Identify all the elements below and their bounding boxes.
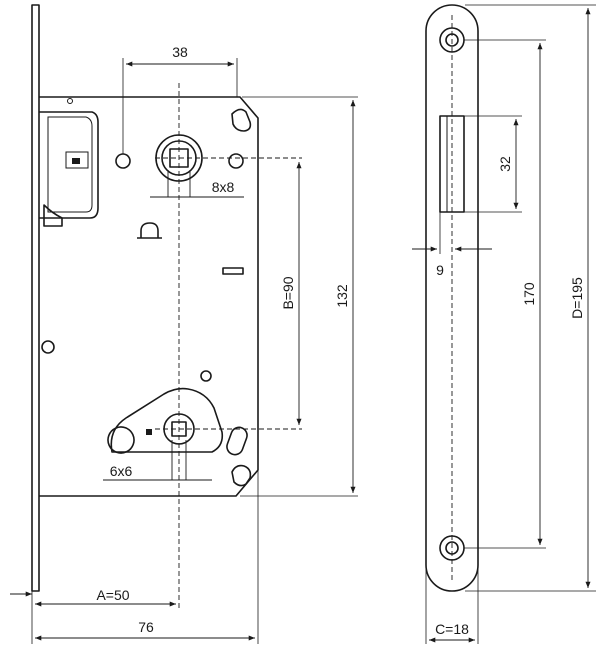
- latch-lever: [65, 151, 89, 169]
- latch-housing: [39, 111, 99, 219]
- label-9: 9: [436, 262, 444, 278]
- small-hole: [67, 98, 73, 104]
- pin-hole: [200, 370, 212, 382]
- mounting-hole-left: [115, 153, 131, 169]
- faceplate-edge: [31, 4, 40, 592]
- label-6x6: 6x6: [110, 463, 133, 479]
- latch-inner: [47, 116, 93, 213]
- label-b90: B=90: [280, 276, 296, 309]
- front-view-dimensions: 32 9 170 D=195 C=18: [412, 4, 596, 644]
- label-170: 170: [521, 282, 537, 306]
- label-76: 76: [138, 619, 154, 635]
- lock-side-view: [31, 4, 302, 610]
- faceplate-outline: [425, 4, 479, 592]
- latch-spring: [43, 204, 63, 227]
- label-38: 38: [172, 44, 188, 60]
- small-slot: [222, 267, 244, 275]
- label-32: 32: [497, 156, 513, 172]
- label-8x8: 8x8: [212, 179, 235, 195]
- thumbturn-mark: [146, 429, 152, 435]
- label-a50: A=50: [96, 587, 129, 603]
- cylinder-hook: [140, 222, 159, 238]
- faceplate-front-view: [425, 4, 479, 592]
- label-d195: D=195: [569, 277, 585, 319]
- corner-slot-bottom: [231, 464, 252, 487]
- faceplate-hole: [41, 340, 55, 354]
- mounting-hole-right: [228, 153, 244, 169]
- lower-slot-right: [226, 426, 248, 456]
- label-c18: C=18: [435, 621, 469, 637]
- side-view-dimensions: 38 8x8 B=90 132 6x6 A=50 76: [10, 44, 358, 644]
- latch-lever-detail: [72, 158, 80, 164]
- lower-slot-left: [107, 426, 135, 454]
- thumbturn-plate: [110, 387, 224, 453]
- label-132: 132: [334, 284, 350, 308]
- lock-case: [39, 96, 259, 497]
- corner-slot-top: [231, 108, 252, 132]
